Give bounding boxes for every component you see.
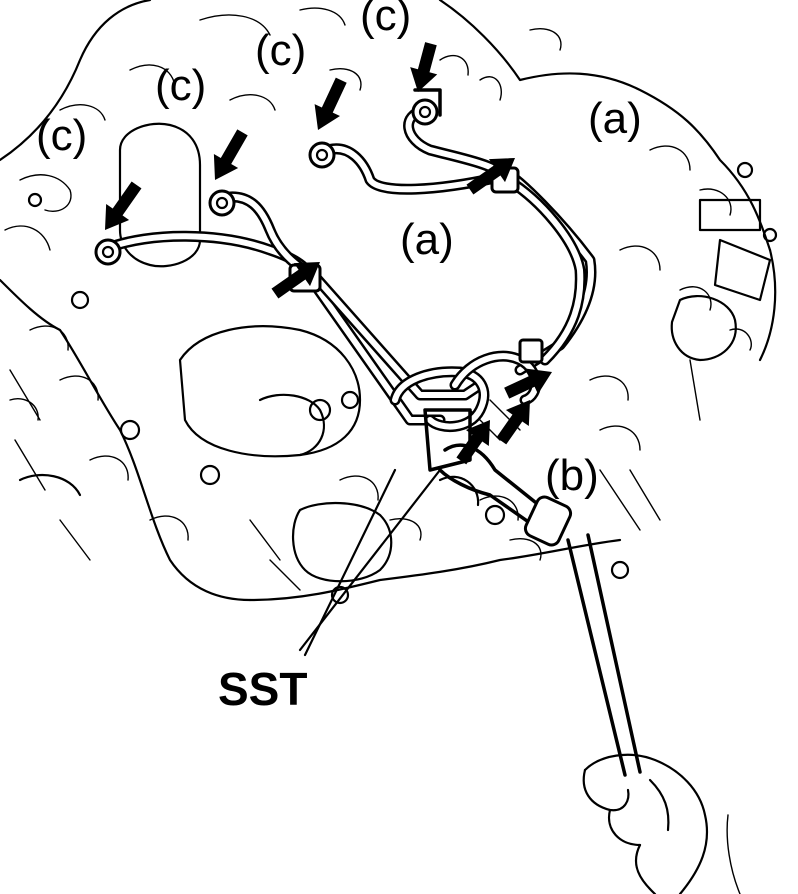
arrow-c-3-icon — [314, 77, 347, 130]
callout-arrows — [105, 42, 552, 465]
arrow-pump-3-icon — [504, 368, 552, 399]
injection-pipes — [102, 104, 597, 433]
label-b: (b) — [545, 451, 599, 500]
label-sst: SST — [218, 663, 307, 715]
label-c-3: (c) — [255, 26, 306, 75]
sst-wrench-tool — [423, 408, 741, 894]
arrow-a-upper-icon — [466, 158, 515, 195]
sst-leader-lines — [298, 468, 442, 657]
arrow-c-1-icon — [105, 181, 142, 230]
label-c-4: (c) — [360, 0, 411, 40]
injector-nuts — [94, 88, 442, 266]
label-c-2: (c) — [155, 61, 206, 110]
arrow-pump-1-icon — [456, 420, 490, 465]
engine-sketch — [0, 0, 778, 605]
arrow-c-2-icon — [213, 129, 248, 180]
callout-labels: (c) (c) (c) (c) (a) (a) (b) SST — [36, 0, 642, 715]
arrow-c-4-icon — [410, 42, 438, 92]
label-a-lower: (a) — [400, 215, 454, 264]
arrow-pump-2-icon — [496, 400, 530, 445]
label-a-upper: (a) — [588, 94, 642, 143]
arrow-a-lower-icon — [271, 262, 320, 299]
label-c-1: (c) — [36, 111, 87, 160]
